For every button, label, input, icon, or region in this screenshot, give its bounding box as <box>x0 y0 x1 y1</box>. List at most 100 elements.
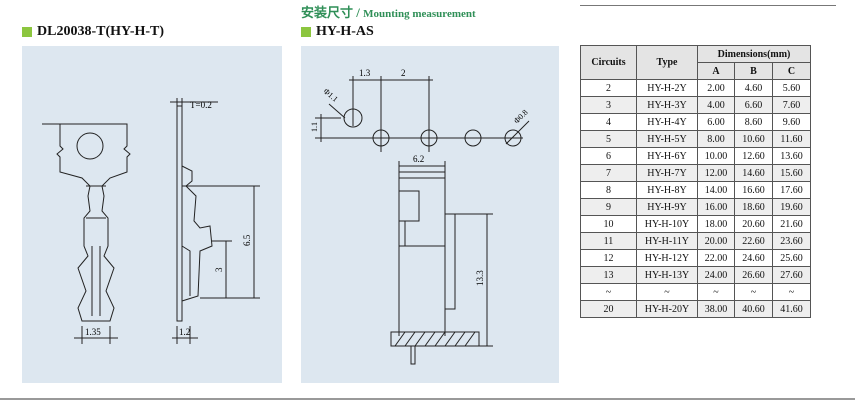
dim-2: 2 <box>401 68 406 78</box>
cell-a: 20.00 <box>697 232 735 250</box>
cell-a: 16.00 <box>697 198 735 216</box>
cell-c: 5.60 <box>772 79 811 97</box>
section-label-terminal: DL20038-T(HY-H-T) <box>22 24 164 40</box>
dim-13-3: 13.3 <box>475 270 485 286</box>
dim-1-35: 1.35 <box>85 327 101 337</box>
cell-circuits: 6 <box>580 147 637 165</box>
dim-thickness: T=0.2 <box>190 100 212 110</box>
cell-type: HY-H-20Y <box>636 300 698 318</box>
cell-type: HY-H-2Y <box>636 79 698 97</box>
cell-c: 21.60 <box>772 215 811 233</box>
green-square-icon <box>22 27 32 37</box>
cell-c: 15.60 <box>772 164 811 182</box>
top-rule <box>580 5 836 6</box>
cell-type: HY-H-9Y <box>636 198 698 216</box>
cell-c: 25.60 <box>772 249 811 267</box>
cell-c: 13.60 <box>772 147 811 165</box>
cell-b: 6.60 <box>734 96 773 114</box>
cell-type: HY-H-4Y <box>636 113 698 131</box>
header-dimensions: Dimensions(mm) <box>697 45 811 63</box>
cell-circuits: 9 <box>580 198 637 216</box>
cell-circuits: 4 <box>580 113 637 131</box>
dim-1-3: 1.3 <box>359 68 371 78</box>
cell-c: 23.60 <box>772 232 811 250</box>
header-circuits: Circuits <box>580 45 637 80</box>
table-header-row: Circuits Type Dimensions(mm) <box>580 45 811 80</box>
housing-drawing-panel: 1.3 2 Φ1.1 1.1 Φ0.8 6.2 13.3 <box>301 46 559 383</box>
cell-b: 22.60 <box>734 232 773 250</box>
cell-b: 26.60 <box>734 266 773 284</box>
cell-type: HY-H-3Y <box>636 96 698 114</box>
heading-en-text: Mounting measurement <box>363 8 476 20</box>
housing-drawing: 1.3 2 Φ1.1 1.1 Φ0.8 6.2 13.3 <box>310 68 530 365</box>
header-a: A <box>697 62 735 80</box>
cell-type: HY-H-6Y <box>636 147 698 165</box>
cell-b: 18.60 <box>734 198 773 216</box>
cell-a: 14.00 <box>697 181 735 199</box>
terminal-side-outline <box>176 105 183 322</box>
cell-a: 4.00 <box>697 96 735 114</box>
cell-type: HY-H-7Y <box>636 164 698 182</box>
cell-b: 4.60 <box>734 79 773 97</box>
terminal-front-outline <box>42 123 131 322</box>
cell-type: HY-H-8Y <box>636 181 698 199</box>
cell-c: 17.60 <box>772 181 811 199</box>
cell-a: 2.00 <box>697 79 735 97</box>
terminal-hole <box>76 132 104 160</box>
cell-type: HY-H-11Y <box>636 232 698 250</box>
cell-b: 20.60 <box>734 215 773 233</box>
cell-b: 16.60 <box>734 181 773 199</box>
heading-cn-text: 安装尺寸 / <box>301 5 360 20</box>
housing-pin <box>410 345 416 365</box>
cell-a: 6.00 <box>697 113 735 131</box>
page-heading: 安装尺寸 / Mounting measurement <box>301 2 476 21</box>
green-square-icon <box>301 27 311 37</box>
section-label-housing-text: HY-H-AS <box>316 24 374 39</box>
cell-circuits: 10 <box>580 215 637 233</box>
header-type: Type <box>636 45 698 80</box>
section-label-housing: HY-H-AS <box>301 24 374 40</box>
table-subheader-row: A B C <box>581 62 811 80</box>
cell-circuits: 13 <box>580 266 637 284</box>
dim-3: 3 <box>214 267 224 272</box>
header-b: B <box>734 62 773 80</box>
cell-c: 27.60 <box>772 266 811 284</box>
cell-type: HY-H-12Y <box>636 249 698 267</box>
cell-b: 8.60 <box>734 113 773 131</box>
terminal-drawing-panel: T=0.2 6.5 3 1.35 1.2 <box>22 46 282 383</box>
cell-circuits: 5 <box>580 130 637 148</box>
cell-circuits: 20 <box>580 300 637 318</box>
table-row: ~~~~~ <box>580 283 811 301</box>
cell-c: 7.60 <box>772 96 811 114</box>
cell-b: ~ <box>734 283 773 301</box>
cell-circuits: ~ <box>580 283 637 301</box>
cell-a: 12.00 <box>697 164 735 182</box>
cell-a: 38.00 <box>697 300 735 318</box>
cell-circuits: 7 <box>580 164 637 182</box>
cell-c: ~ <box>772 283 811 301</box>
header-c: C <box>772 62 811 80</box>
cell-a: 10.00 <box>697 147 735 165</box>
cell-a: 18.00 <box>697 215 735 233</box>
cell-type: HY-H-5Y <box>636 130 698 148</box>
bottom-rule <box>0 398 855 400</box>
cell-type: HY-H-13Y <box>636 266 698 284</box>
cell-circuits: 2 <box>580 79 637 97</box>
cell-c: 19.60 <box>772 198 811 216</box>
cell-b: 24.60 <box>734 249 773 267</box>
cell-circuits: 8 <box>580 181 637 199</box>
cell-b: 12.60 <box>734 147 773 165</box>
cell-c: 41.60 <box>772 300 811 318</box>
